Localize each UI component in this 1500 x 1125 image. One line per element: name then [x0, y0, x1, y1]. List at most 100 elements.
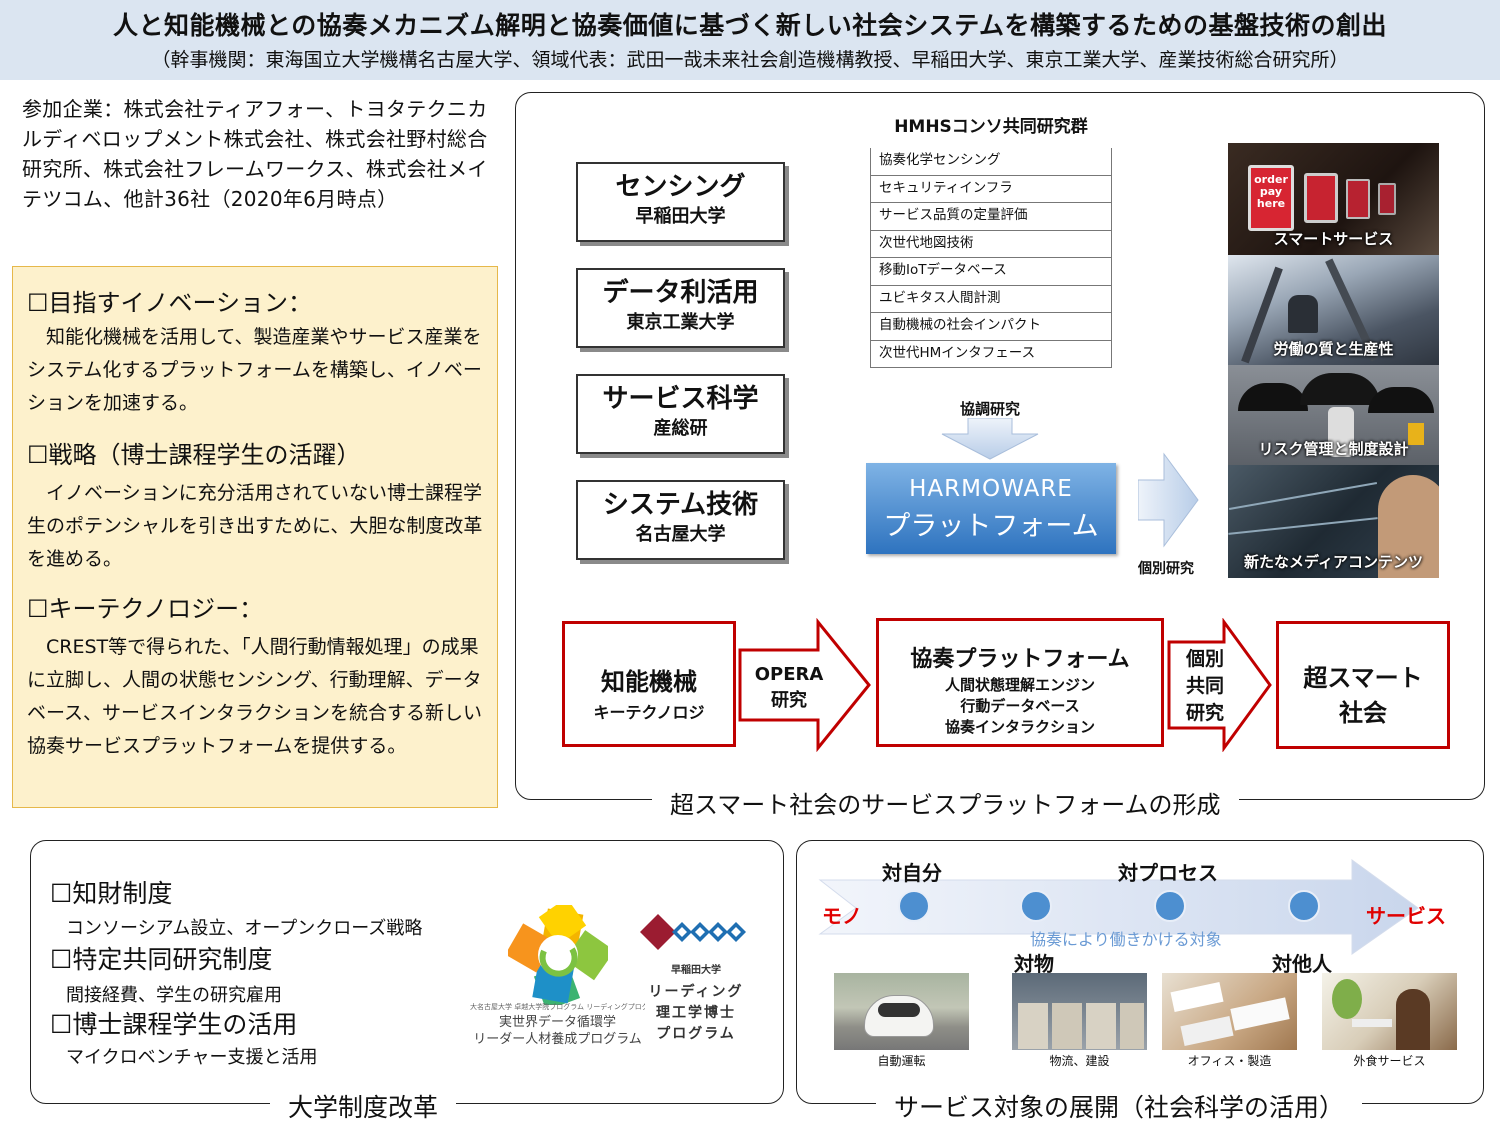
strategy-body: イノベーションに充分活用されていない博士課程学生のポテンシャルを引き出すために、…: [27, 482, 483, 570]
service-target-arrow-icon: [818, 859, 1419, 955]
waseda-program-text: リーディング 理工学博士 プログラム: [646, 982, 746, 1045]
logo1-small-text: 大名古屋大学 卓越大学院プログラム リーディングプログラム: [470, 1003, 645, 1011]
sensing-box: センシング 早稲田大学: [576, 162, 785, 242]
hmhs-item: ユビキタス人間計測: [870, 285, 1112, 313]
photo-caption: 物流、建設: [1049, 1054, 1110, 1068]
shelf-shape: [1120, 1003, 1144, 1049]
harmoware-subtitle: プラットフォーム: [883, 511, 1099, 542]
reform-body: コンソーシアム設立、オープンクローズ戦略: [66, 918, 423, 939]
data-utilization-org: 東京工業大学: [626, 312, 735, 333]
photo-caption: スマートサービス: [1273, 230, 1394, 248]
individual-research-label: 個別研究: [1138, 561, 1194, 577]
innovation-body: 知能化機械を活用して、製造産業やサービス産業をシステム化するプラットフォームを構…: [27, 326, 482, 414]
waseda-line: 理工学博士: [656, 1005, 736, 1021]
restaurant-photo: [1322, 973, 1457, 1050]
photo-caption: 労働の質と生産性: [1273, 340, 1394, 358]
joint-research-arrow-icon: [1167, 618, 1272, 752]
concerto-item: 協奏インタラクション: [944, 718, 1095, 736]
shelf-shape: [1086, 1003, 1116, 1049]
reform-heading: ☐知財制度: [50, 879, 173, 908]
desk-shape: [1230, 997, 1290, 1031]
keytech-body: CREST等で得られた、「人間行動情報処理」の成果に立脚し、人間の状態センシング…: [27, 636, 483, 757]
person-shape: [1378, 475, 1439, 578]
grid-line: [1228, 481, 1378, 511]
labor-photo: 労働の質と生産性: [1228, 255, 1439, 365]
timeline-dot: [1020, 890, 1052, 922]
timeline-dot: [898, 890, 930, 922]
person-shape: [1396, 989, 1430, 1050]
harmoware-title: HARMOWARE: [909, 476, 1073, 502]
data-utilization-label: データ利活用: [602, 278, 759, 308]
coop-research-label: 協調研究: [959, 400, 1020, 418]
individual-label: 個別: [1185, 648, 1224, 670]
reform-heading: ☐特定共同研究制度: [50, 945, 273, 974]
photo-caption: オフィス・製造: [1187, 1054, 1272, 1068]
photo-caption: 新たなメディアコンテンツ: [1244, 553, 1423, 571]
intelligent-machine-label: 知能機械: [601, 668, 697, 696]
society-label: 社会: [1339, 699, 1387, 727]
system-tech-box: システム技術 名古屋大学: [576, 480, 785, 560]
key-technology-label: キーテクノロジ: [593, 703, 705, 722]
office-photo: [1162, 973, 1297, 1050]
object-label: 対物: [1014, 952, 1054, 976]
photo-caption: 自動運転: [877, 1054, 926, 1068]
page-subtitle: （幹事機関：東海国立大学機構名古屋大学、領域代表：武田一哉未来社会創造機構教授、…: [151, 49, 1349, 71]
media-photo: 新たなメディアコンテンツ: [1228, 465, 1439, 578]
opera-label: OPERA: [754, 664, 824, 685]
sensing-org: 早稲田大学: [635, 206, 726, 227]
umbrella-shape: [1368, 387, 1434, 413]
header-bar: [0, 0, 1500, 80]
photo-caption: 外食サービス: [1353, 1054, 1426, 1068]
real-world-data-logo-icon: [508, 905, 608, 1005]
smart-service-photo: order pay here スマートサービス: [1228, 143, 1439, 255]
hmhs-item: サービス品質の定量評価: [870, 203, 1112, 231]
service-label: サービス: [1366, 904, 1446, 928]
tray-shape: [1352, 1019, 1392, 1027]
participants-text: 参加企業：株式会社ティアフォー、トヨタテクニカルディベロップメント株式会社、株式…: [22, 97, 488, 211]
hmhs-item: 次世代地図技術: [870, 230, 1112, 258]
desk-shape: [1180, 1016, 1234, 1046]
right-arrow-icon: [1138, 452, 1199, 548]
super-smart-label: 超スマート: [1303, 664, 1423, 692]
concerto-item: 人間状態理解エンジン: [944, 676, 1095, 694]
service-science-box: サービス科学 産総研: [576, 374, 785, 454]
photo-caption: リスク管理と制度設計: [1258, 440, 1409, 458]
hmhs-item: 協奏化学センシング: [870, 148, 1112, 176]
concerto-item: 行動データベース: [960, 697, 1080, 715]
research-label: 研究: [1185, 702, 1224, 724]
reform-body: 間接経費、学生の研究雇用: [66, 985, 282, 1006]
system-tech-org: 名古屋大学: [635, 524, 726, 545]
joint-label: 共同: [1185, 675, 1224, 697]
logo1-line: 実世界データ循環学: [498, 1015, 616, 1030]
waseda-line: リーディング: [648, 984, 744, 1000]
innovation-box: ☐目指すイノベーション： 知能化機械を活用して、製造産業やサービス産業をシステム…: [12, 266, 498, 808]
timeline-dot: [1288, 890, 1320, 922]
system-tech-label: システム技術: [602, 490, 759, 520]
worker-silhouette: [1288, 295, 1318, 333]
innovation-heading: ☐目指すイノベーション：: [27, 289, 313, 317]
waseda-university-label: 早稲田大学: [671, 965, 721, 976]
grid-line: [1228, 517, 1378, 535]
shelf-shape: [1018, 1003, 1048, 1049]
car-window-shape: [878, 1003, 920, 1017]
risk-photo: リスク管理と制度設計: [1228, 365, 1439, 465]
hmhs-item: セキュリティインフラ: [870, 175, 1112, 203]
hmhs-item: 自動機械の社会インパクト: [870, 313, 1112, 341]
plant-shape: [1332, 979, 1362, 1019]
waseda-logo-icon: [640, 914, 746, 950]
opera-arrow-icon: [738, 618, 871, 752]
kiosk-screen: [1378, 183, 1396, 215]
waseda-line: プログラム: [656, 1026, 736, 1042]
logo1-line: リーダー人材養成プログラム: [473, 1032, 642, 1047]
super-smart-society-box: 超スマート 社会: [1276, 621, 1450, 749]
keytech-heading: ☐キーテクノロジー：: [27, 595, 264, 623]
order-sign: order pay here: [1248, 165, 1294, 231]
down-arrow-icon: [941, 418, 1039, 460]
joint-research-label: 個別 共同 研究: [1172, 646, 1238, 727]
concerto-platform-box: 協奏プラットフォーム 人間状態理解エンジン 行動データベース 協奏インタラクショ…: [876, 618, 1164, 747]
process-label: 対プロセス: [1118, 861, 1218, 885]
hmhs-item: 次世代HMインタフェース: [870, 340, 1112, 368]
data-utilization-box: データ利活用 東京工業大学: [576, 268, 785, 348]
sensing-label: センシング: [615, 172, 746, 202]
strategy-heading: ☐戦略（博士課程学生の活躍）: [27, 441, 361, 469]
